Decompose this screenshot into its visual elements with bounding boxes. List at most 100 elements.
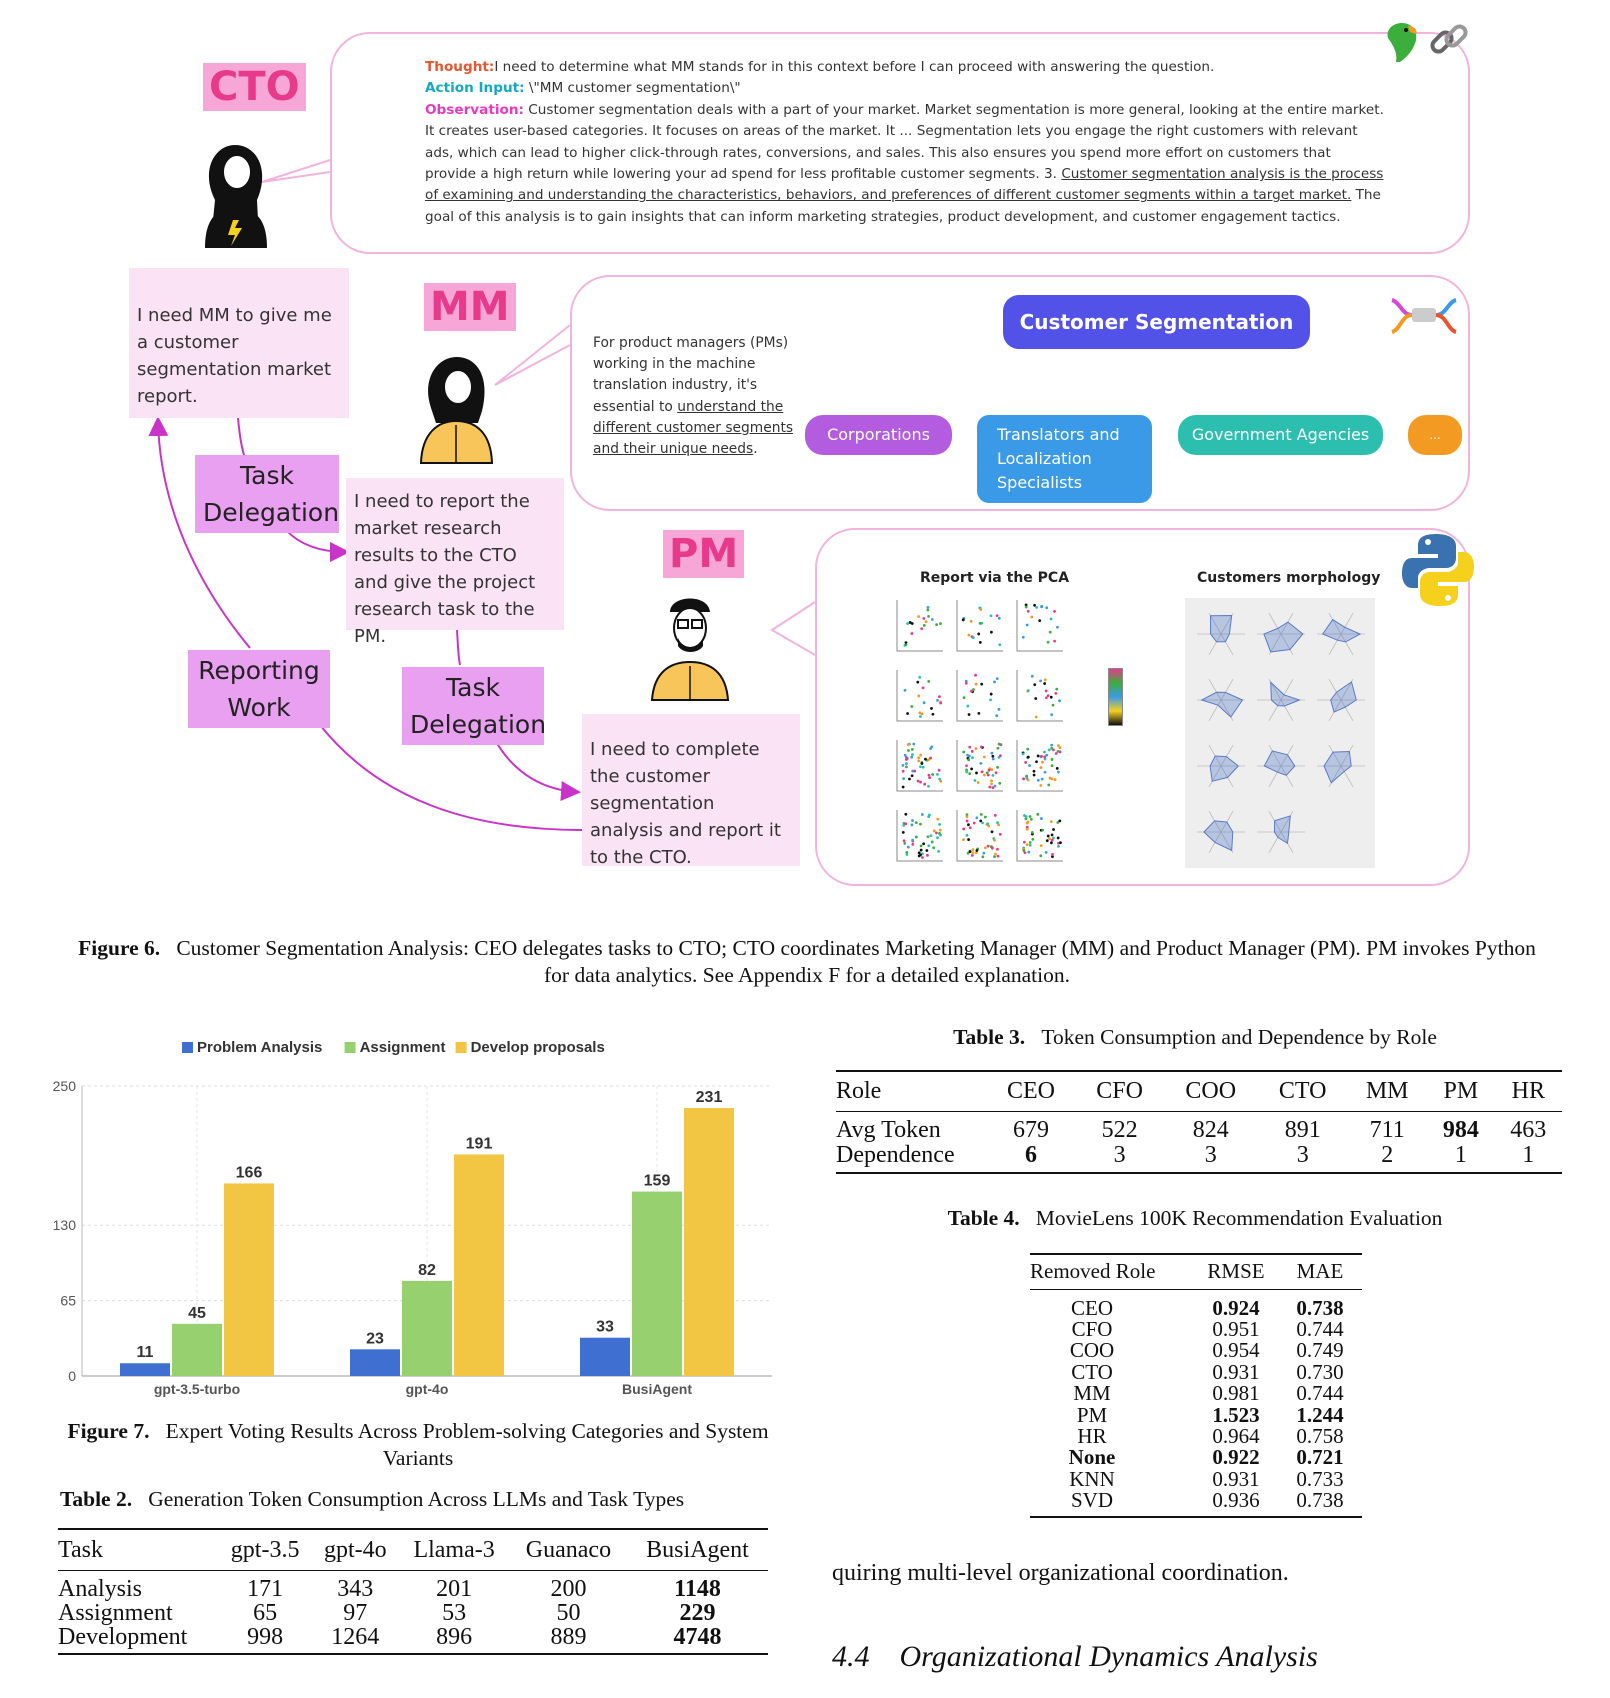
table4-role-cell: PM bbox=[1076, 1402, 1108, 1427]
thumbnail-point bbox=[979, 813, 983, 816]
table2-header: Guanaco bbox=[525, 1536, 612, 1563]
thumbnail-point bbox=[1029, 817, 1033, 821]
bar-value-label: 11 bbox=[137, 1344, 154, 1361]
mm-avatar bbox=[419, 356, 494, 464]
thumbnail-point bbox=[995, 614, 999, 618]
thumbnail-point bbox=[968, 745, 972, 749]
table2-cell: 171 bbox=[247, 1575, 284, 1602]
thumbnail-point bbox=[984, 846, 987, 850]
table4-value-cell: 0.744 bbox=[1296, 1381, 1344, 1406]
thumbnail-point bbox=[1041, 828, 1045, 832]
table2-header: Llama-3 bbox=[413, 1536, 495, 1563]
table4-value-cell: 1.244 bbox=[1296, 1402, 1344, 1427]
thumbnail-point bbox=[926, 835, 930, 839]
task-delegation-tag-1: Task Delegation bbox=[195, 455, 339, 533]
thumbnail-point bbox=[914, 821, 918, 825]
thumbnail-point bbox=[997, 742, 1001, 746]
thumbnail-point bbox=[995, 677, 999, 681]
thumbnail-point bbox=[1039, 844, 1043, 848]
table2-cell: 97 bbox=[343, 1599, 368, 1626]
table2-header: gpt-4o bbox=[323, 1536, 387, 1563]
thumbnail-point bbox=[929, 834, 933, 838]
thumbnail-point bbox=[1022, 840, 1026, 844]
mm-text-underlined: understand the different customer segmen… bbox=[593, 398, 794, 458]
thumbnail-point bbox=[1053, 639, 1056, 643]
thumbnail-point bbox=[910, 705, 914, 708]
table4-header-row: Removed Role RMSE MAE bbox=[1030, 1255, 1362, 1289]
thumbnail-point bbox=[996, 746, 1000, 750]
thumbnail-point bbox=[965, 768, 969, 772]
thumbnail-point bbox=[1036, 812, 1040, 816]
thumbnail-point bbox=[1050, 777, 1054, 781]
mm-bubble-text: For product managers (PMs) working in th… bbox=[593, 333, 817, 460]
bar bbox=[402, 1280, 452, 1376]
radar-spoke bbox=[1340, 613, 1354, 635]
table2-cell: 343 bbox=[337, 1575, 374, 1602]
thumbnail-point bbox=[901, 769, 905, 773]
thumbnail-point bbox=[1033, 683, 1037, 687]
thumbnail-point bbox=[911, 753, 914, 756]
thumbnail-point bbox=[991, 754, 995, 758]
thumbnail-point bbox=[910, 774, 914, 778]
thumbnail-point bbox=[917, 851, 921, 855]
thumbnail-point bbox=[902, 777, 906, 780]
table2-title: Generation Token Consumption Across LLMs… bbox=[148, 1487, 685, 1511]
table4-value-cell: 1.523 bbox=[1212, 1402, 1260, 1427]
thumbnail-point bbox=[1055, 766, 1059, 770]
table4-value-cell: 0.738 bbox=[1296, 1295, 1344, 1320]
table4-role-cell: HR bbox=[1077, 1423, 1107, 1448]
thumbnail-point bbox=[920, 627, 924, 631]
morphology-radar-thumbnail bbox=[1317, 613, 1365, 655]
thumbnail-point bbox=[929, 756, 932, 760]
mm-text-end: . bbox=[753, 441, 758, 458]
pca-scatter-thumbnail bbox=[956, 810, 1003, 862]
table2-row-label: Analysis bbox=[58, 1575, 142, 1602]
thumbnail-point bbox=[980, 770, 984, 774]
thumbnail-point bbox=[927, 784, 930, 788]
bar-value-label: 33 bbox=[596, 1319, 614, 1336]
table3-row-label: Dependence bbox=[836, 1141, 955, 1168]
thumbnail-point bbox=[905, 853, 909, 856]
thumbnail-point bbox=[1048, 776, 1052, 780]
thumbnail-point bbox=[919, 753, 923, 757]
thumbnail-point bbox=[995, 714, 999, 718]
table2-cell: 50 bbox=[556, 1599, 581, 1626]
cto-role-badge: CTO bbox=[203, 63, 306, 111]
thumbnail-point bbox=[903, 753, 907, 757]
table3-cell: 6 bbox=[1024, 1141, 1037, 1168]
thumbnail-point bbox=[926, 853, 929, 857]
mindmap-root: Customer Segmentation bbox=[1003, 295, 1310, 349]
thumbnail-point bbox=[981, 855, 985, 859]
action-input-label: Action Input: bbox=[425, 80, 525, 97]
thumbnail-point bbox=[936, 698, 939, 702]
thumbnail-point bbox=[1045, 606, 1049, 610]
radar-shape bbox=[1330, 681, 1357, 713]
pca-scatter-thumbnail bbox=[1016, 670, 1063, 722]
thumbnail-point bbox=[923, 782, 927, 786]
table3-title: Token Consumption and Dependence by Role bbox=[1041, 1025, 1437, 1049]
thumbnail-point bbox=[905, 765, 908, 769]
thumbnail-point bbox=[928, 813, 931, 817]
section-title: Organizational Dynamics Analysis bbox=[899, 1640, 1318, 1673]
table3-header: CTO bbox=[1278, 1077, 1327, 1104]
table2-header: BusiAgent bbox=[646, 1536, 749, 1563]
thumbnail-axes bbox=[1016, 740, 1063, 792]
table2-cell: 889 bbox=[550, 1623, 587, 1650]
legend-swatch bbox=[182, 1042, 193, 1053]
table4-role-cell: CEO bbox=[1071, 1295, 1113, 1320]
table4-header: MAE bbox=[1296, 1259, 1344, 1284]
table3-cell: 3 bbox=[1113, 1141, 1126, 1168]
table3-cell: 891 bbox=[1284, 1116, 1321, 1143]
body-text: quiring multi-level organizational coord… bbox=[832, 1560, 1289, 1586]
thumbnail-point bbox=[924, 757, 927, 761]
thumbnail-point bbox=[930, 840, 934, 844]
thumbnail-point bbox=[990, 630, 993, 634]
thumbnail-point bbox=[1053, 610, 1056, 613]
thumbnail-point bbox=[936, 836, 939, 840]
thumbnail-point bbox=[972, 821, 976, 825]
thumbnail-point bbox=[1056, 770, 1060, 774]
figure-6: CTO MM PM I need MM to give me a custome… bbox=[129, 22, 1474, 886]
thumbnail-point bbox=[1057, 844, 1060, 848]
